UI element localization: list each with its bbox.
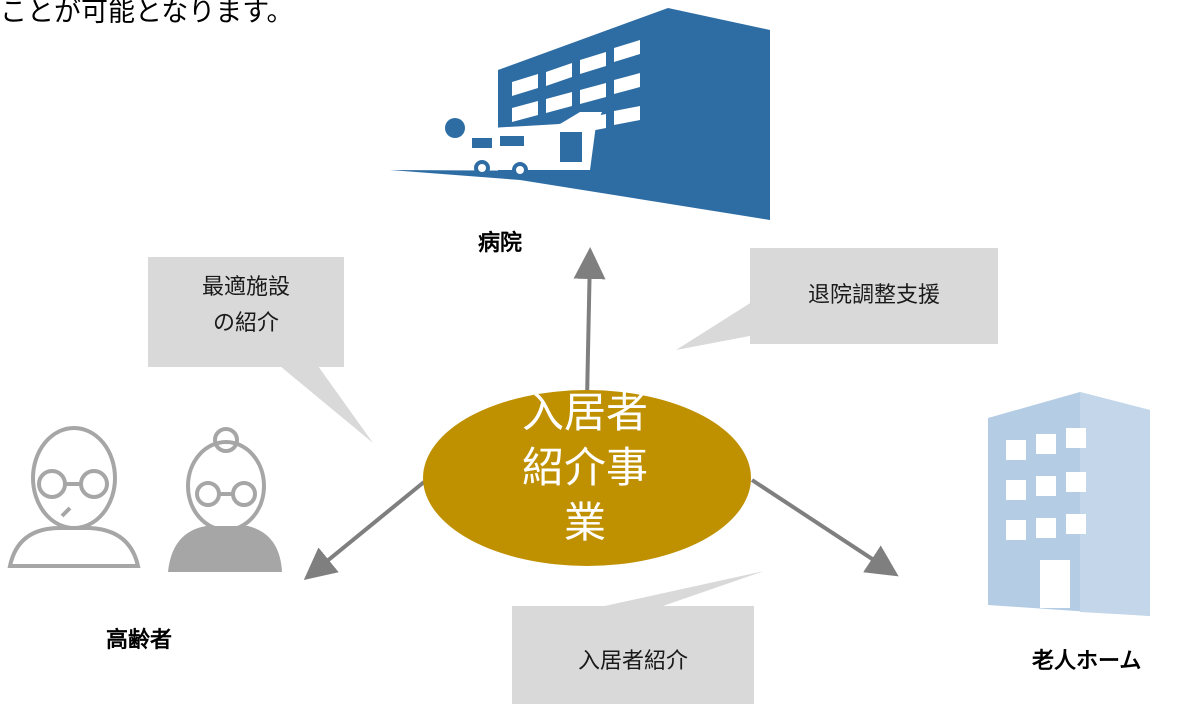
- arrow-to-elderly: [303, 480, 426, 581]
- nursing-home-label: 老人ホーム: [1032, 649, 1142, 674]
- arrow-to-nursing-home: [750, 478, 899, 577]
- intro-text: ことが可能となります。: [0, 0, 294, 28]
- center-label: 入居者 紹介事 業: [470, 385, 700, 550]
- nursing-home-building-icon: [988, 392, 1150, 616]
- ambulance-icon: [445, 107, 602, 178]
- facility-intro-line1: 最適施設: [201, 275, 290, 300]
- bubble-discharge-support: [676, 248, 998, 350]
- center-label-line2: 紹介事: [521, 443, 648, 492]
- bubble-facility-intro: [148, 257, 373, 443]
- discharge-support-text: 退院調整支援: [807, 283, 940, 308]
- hospital-label: 病院: [478, 231, 523, 256]
- facility-intro-line2: の紹介: [212, 311, 279, 336]
- center-label-line3: 業: [563, 498, 606, 547]
- elderly-man-icon: [7, 426, 141, 568]
- elderly-label: 高齢者: [106, 628, 173, 653]
- arrow-to-hospital: [573, 247, 606, 401]
- hospital-building-icon: [390, 8, 770, 220]
- facility-intro-text: 最適施設 の紹介: [148, 270, 344, 342]
- resident-intro-text: 入居者紹介: [577, 649, 688, 674]
- elderly-woman-icon: [168, 427, 282, 572]
- bubble-resident-intro: [512, 571, 764, 704]
- center-label-line1: 入居者: [521, 388, 648, 437]
- center-ellipse: [423, 390, 751, 566]
